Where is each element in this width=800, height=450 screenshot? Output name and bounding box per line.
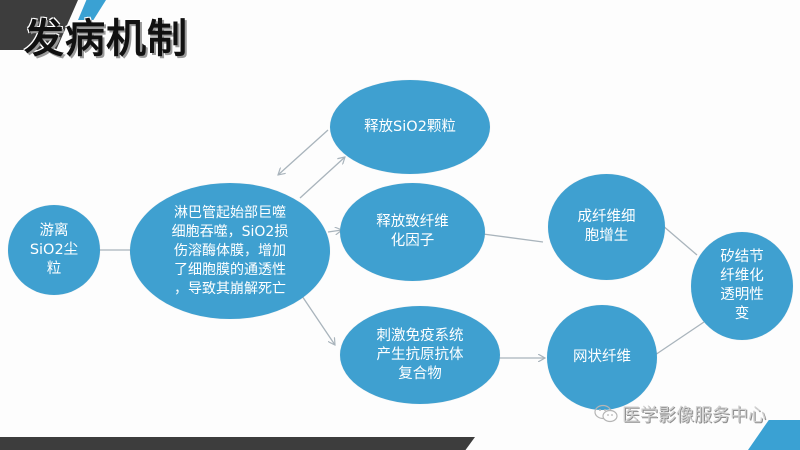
watermark: 医学影像服务中心 <box>594 401 766 427</box>
slide-title: 发病机制 <box>24 16 188 62</box>
edge-macrophage-to-release-sio2 <box>299 157 345 199</box>
node-label: 网状纤维 <box>573 349 631 365</box>
node-label: 矽结节 纤维化 透明性 变 <box>720 249 764 322</box>
edge-reticular-to-nodule <box>654 321 705 356</box>
node-free-sio2-dust: 游离 SiO2尘 粒 <box>8 205 100 295</box>
node-fibroblast-proliferation: 成纤维细 胞增生 <box>548 174 665 280</box>
node-macrophage: 淋巴管起始部巨噬 细胞吞噬，SiO2损 伤溶酶体膜，增加 了细胞膜的通透性 ，导… <box>130 183 330 319</box>
edge-release-factor-to-fibroblast <box>482 233 544 243</box>
node-label: 释放SiO2颗粒 <box>364 118 456 135</box>
node-silicotic-nodule: 矽结节 纤维化 透明性 变 <box>691 232 793 340</box>
wechat-icon <box>594 404 618 423</box>
node-release-sio2: 释放SiO2颗粒 <box>330 80 490 174</box>
edge-fibroblast-to-nodule <box>661 224 698 256</box>
edge-macrophage-to-release-factor <box>327 230 342 232</box>
node-label: 淋巴管起始部巨噬 细胞吞噬，SiO2损 伤溶酶体膜，增加 了细胞膜的通透性 ，导… <box>171 204 289 297</box>
node-label: 游离 SiO2尘 粒 <box>29 222 79 277</box>
node-label: 成纤维细 胞增生 <box>577 209 636 244</box>
decor-dark-band-bottom <box>0 437 475 450</box>
watermark-text: 医学影像服务中心 <box>622 405 766 426</box>
edge-sio2-back-to-macrophage <box>278 129 329 175</box>
node-immune-complex: 刺激免疫系统 产生抗原抗体 复合物 <box>340 306 500 404</box>
node-label: 刺激免疫系统 产生抗原抗体 复合物 <box>376 327 464 382</box>
node-reticular-fiber: 网状纤维 <box>547 305 657 410</box>
node-label: 释放致纤维 化因子 <box>376 214 449 249</box>
node-release-fibrogenic-factor: 释放致纤维 化因子 <box>340 183 485 281</box>
edge-macrophage-to-immune <box>299 292 335 345</box>
